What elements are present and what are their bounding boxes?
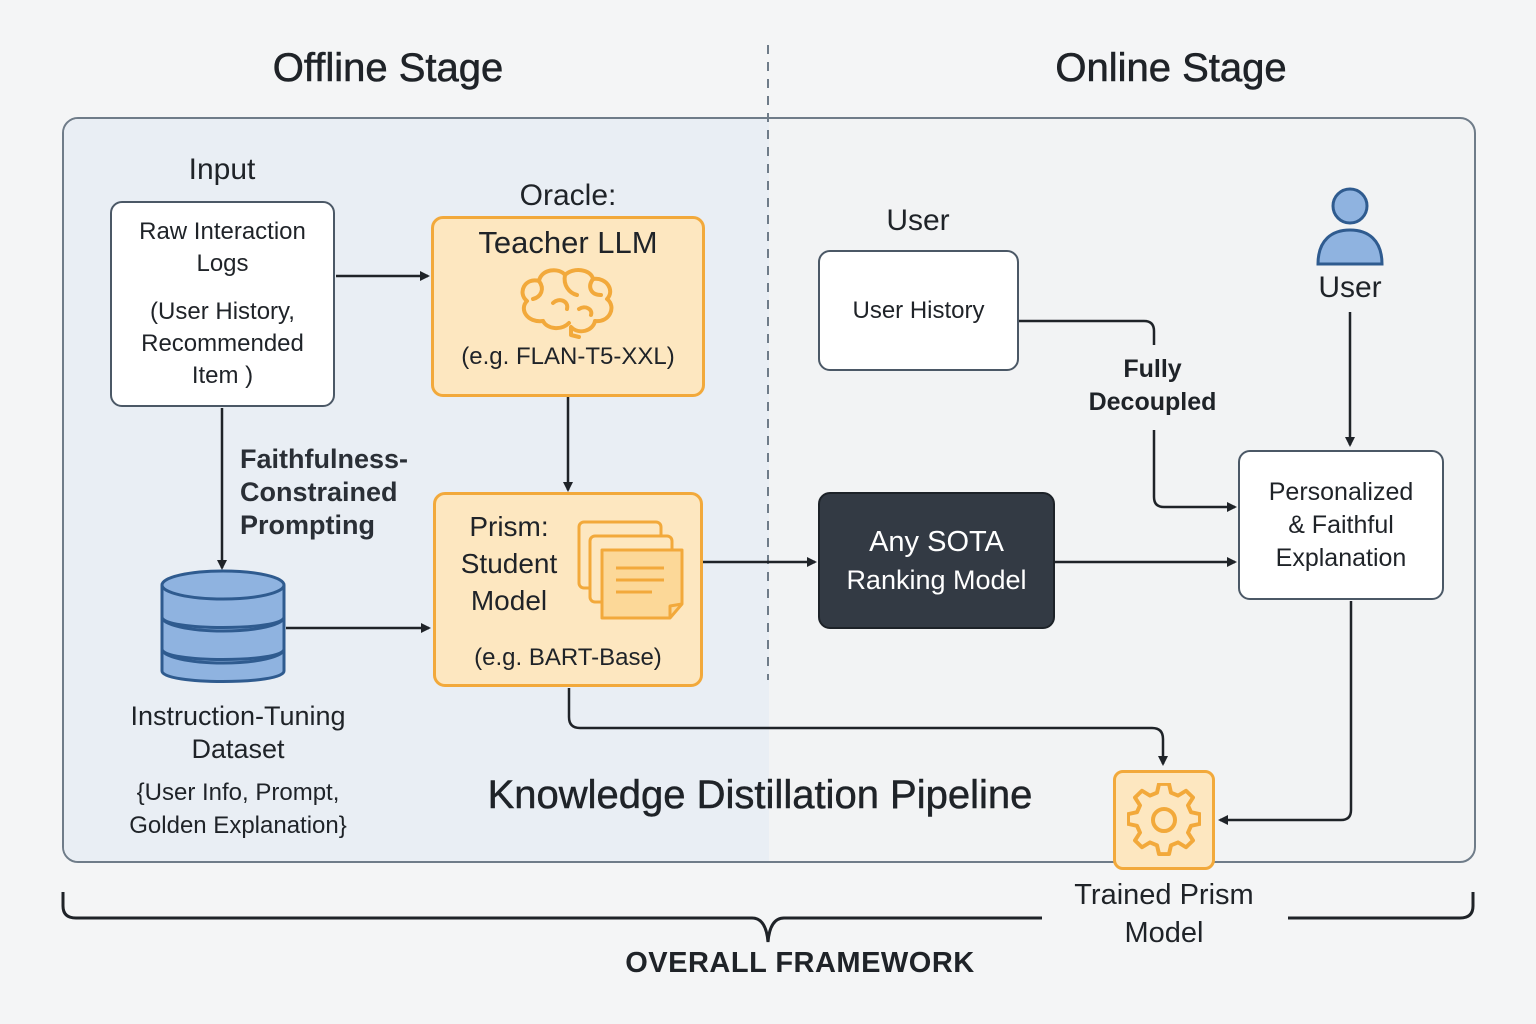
teacher-example: (e.g. FLAN-T5-XXL) xyxy=(461,343,675,370)
ranking-line1: Any SOTA xyxy=(869,525,1004,558)
decoupled-label: Fully Decoupled xyxy=(1070,353,1235,419)
raw-logs-line1: Raw Interaction xyxy=(139,218,306,245)
student-line3: Model xyxy=(470,585,548,616)
explanation-line3: Explanation xyxy=(1275,543,1407,572)
offline-stage-title: Offline Stage xyxy=(272,46,504,91)
input-heading: Input xyxy=(188,153,256,186)
raw-logs-line3: (User History, xyxy=(150,298,295,325)
brain-icon xyxy=(520,268,614,339)
explanation-line1: Personalized xyxy=(1268,477,1414,506)
prompting-label-line2: Constrained xyxy=(240,477,398,507)
prompting-label-line1: Faithfulness- xyxy=(240,444,409,474)
trained-model-box xyxy=(1113,770,1215,870)
user-history-label: User History xyxy=(852,296,985,324)
prompting-label: Faithfulness- Constrained Prompting xyxy=(240,443,408,542)
ranking-model-box: Any SOTA Ranking Model xyxy=(818,492,1055,629)
prompting-label-line3: Prompting xyxy=(240,510,375,540)
trained-model-label: Trained Prism Model xyxy=(1044,876,1284,952)
student-line2: Student xyxy=(460,548,558,579)
teacher-llm-box: Teacher LLM (e.g. FLAN-T5-XXL) xyxy=(431,216,705,397)
explanation-box: Personalized & Faithful Explanation xyxy=(1238,450,1444,600)
raw-logs-line5: Item ) xyxy=(191,362,254,389)
gear-icon xyxy=(1127,783,1201,857)
student-title: Prism: Student Model xyxy=(440,508,578,619)
framework-label: OVERALL FRAMEWORK xyxy=(625,947,975,979)
user-history-box: User History xyxy=(818,250,1019,371)
database-icon xyxy=(160,569,286,683)
framework-brace xyxy=(61,892,1042,943)
student-line1: Prism: xyxy=(469,511,549,542)
raw-logs-box: Raw Interaction Logs (User History, Reco… xyxy=(110,201,335,407)
oracle-heading: Oracle: xyxy=(519,179,617,212)
dataset-content: {User Info, Prompt, Golden Explanation} xyxy=(88,776,388,842)
online-stage-title: Online Stage xyxy=(1055,46,1287,91)
dataset-title-line2: Dataset xyxy=(191,734,285,764)
explanation-line2: & Faithful xyxy=(1288,510,1394,539)
decoupled-label-line2: Decoupled xyxy=(1088,388,1217,416)
user-icon xyxy=(1316,187,1384,266)
student-example: (e.g. BART-Base) xyxy=(474,644,662,671)
teacher-title: Teacher LLM xyxy=(478,225,658,260)
dataset-content-line2: Golden Explanation} xyxy=(129,812,347,839)
raw-logs-line2: Logs xyxy=(196,250,249,277)
dataset-title-line1: Instruction-Tuning xyxy=(130,701,346,731)
ranking-line2: Ranking Model xyxy=(846,564,1027,595)
raw-logs-line4: Recommended xyxy=(141,330,304,357)
decoupled-label-line1: Fully xyxy=(1123,355,1182,383)
user-icon-label: User xyxy=(1318,271,1382,304)
pipeline-title: Knowledge Distillation Pipeline xyxy=(487,773,1033,818)
dataset-content-line1: {User Info, Prompt, xyxy=(136,779,340,806)
trained-model-line1: Trained Prism xyxy=(1074,879,1254,911)
dataset-title: Instruction-Tuning Dataset xyxy=(98,700,378,766)
documents-icon xyxy=(577,520,684,620)
user-heading: User xyxy=(886,204,950,237)
trained-model-line2: Model xyxy=(1124,917,1204,949)
